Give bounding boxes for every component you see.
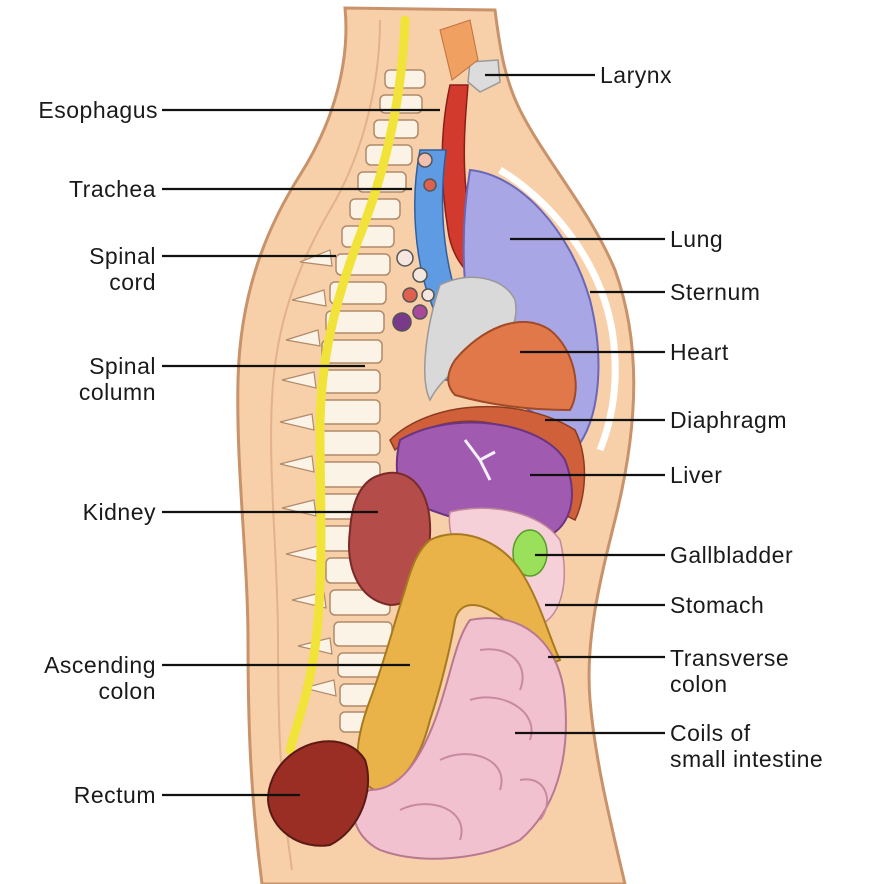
label-sternum: Sternum [670, 279, 761, 305]
gallbladder [512, 529, 548, 577]
vessels [392, 152, 437, 332]
label-heart: Heart [670, 339, 729, 365]
heart [447, 320, 577, 412]
larynx [467, 59, 501, 93]
label-liver: Liver [670, 462, 723, 488]
spinous-processes [279, 249, 337, 697]
intestine-folds [399, 648, 549, 841]
label-larynx: Larynx [600, 62, 673, 88]
label-stomach: Stomach [670, 592, 765, 618]
back-contour [270, 19, 381, 871]
label-spinal-column: Spinal column [78, 353, 156, 405]
label-coils-small-intestine: Coils of small intestine [670, 720, 824, 772]
small-intestine [353, 617, 567, 860]
spinal-cord [285, 15, 410, 755]
label-gallbladder: Gallbladder [670, 542, 794, 568]
liver-vessels [463, 439, 496, 481]
sternum [498, 166, 619, 452]
label-kidney: Kidney [82, 499, 156, 525]
label-rectum: Rectum [73, 782, 156, 808]
colon [356, 533, 562, 792]
label-spinal-cord: Spinal cord [89, 243, 156, 295]
label-transverse-colon: Transverse colon [670, 645, 790, 697]
label-ascending-colon: Ascending colon [44, 652, 156, 704]
label-lung: Lung [670, 226, 724, 252]
label-esophagus: Esophagus [38, 97, 158, 123]
leader-lines [162, 73, 665, 797]
label-trachea: Trachea [68, 176, 156, 202]
throat-muscle [439, 19, 479, 81]
label-diaphragm: Diaphragm [670, 407, 787, 433]
